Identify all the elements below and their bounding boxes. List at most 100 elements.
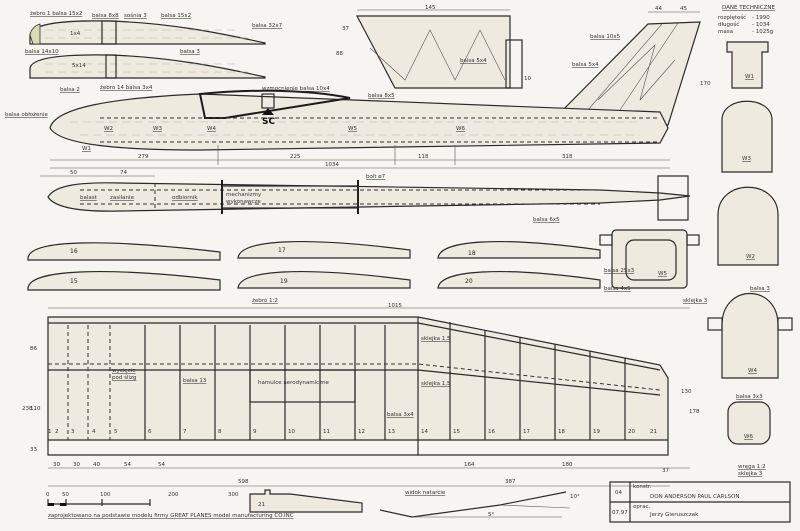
label: balsa 8x5 <box>368 93 395 99</box>
rib-number: 3 <box>71 429 75 435</box>
label: balsa 3 <box>180 49 200 55</box>
dim: 279 <box>138 154 149 160</box>
scale-tick: 0 <box>46 492 50 498</box>
skid-part: 21 <box>249 489 363 513</box>
rib-number: 19 <box>593 429 600 435</box>
label: sośnia 3 <box>124 12 147 19</box>
label: żebro 14 balsa 3x4 <box>100 85 153 91</box>
dim: 178 <box>689 409 700 415</box>
technical-data: DANE TECHNICZNE rozpiętość - 1990 długoś… <box>718 5 776 35</box>
former-label: W3 <box>153 126 162 132</box>
label: balsa 3x4 <box>387 412 414 418</box>
tech-value: - 1034 <box>752 22 770 28</box>
label: sklejka 3 <box>683 298 708 304</box>
designers: DON ANDERSON PAUL CARLSON <box>650 494 740 500</box>
dim: 130 <box>681 389 692 395</box>
dim: 110 <box>30 406 41 412</box>
rib-number: 16 <box>488 429 495 435</box>
airfoil-rib-1: żebro 1 balsa 15x2 balsa 8x8 sośnia 3 ba… <box>29 11 283 55</box>
dim: 164 <box>464 462 475 468</box>
rib-number: 18 <box>468 250 476 257</box>
dim: 30 <box>53 462 60 468</box>
label: 5x14 <box>72 63 86 69</box>
rib-number: 18 <box>558 429 565 435</box>
scale-tick: 50 <box>62 492 69 498</box>
label: pod ślizg <box>112 374 136 381</box>
dihedral-view: widok natarcie 5° 10° <box>379 490 580 518</box>
rib-number: 20 <box>465 278 473 285</box>
dim: 40 <box>93 462 100 468</box>
former-label: W3 <box>742 156 751 162</box>
label: oprac. <box>633 504 651 510</box>
label: 1x4 <box>70 31 81 37</box>
label: żebro 1 balsa 15x2 <box>30 11 82 17</box>
former-label: W5 <box>658 271 667 277</box>
former-label: W2 <box>104 126 113 132</box>
label: balsa 3x3 <box>736 394 763 400</box>
label: hamulce aerodynamiczne <box>258 380 330 386</box>
spar-box <box>101 20 117 45</box>
rib-number: 19 <box>280 278 288 285</box>
dim: 145 <box>425 5 436 11</box>
dim: 598 <box>238 479 249 485</box>
label: 21 <box>258 502 265 508</box>
dim: 33 <box>30 447 37 453</box>
rib-number: 4 <box>92 429 96 435</box>
dim: 170 <box>700 81 711 87</box>
rib-number: 10 <box>288 429 295 435</box>
tech-label: długość <box>718 21 739 28</box>
dim: 74 <box>120 170 127 176</box>
former-label: W4 <box>748 368 757 374</box>
scale-tick: 200 <box>168 492 179 498</box>
label: sklejka 1,5 <box>421 336 451 342</box>
rib-templates: 16 17 18 15 19 20 <box>27 241 601 291</box>
rib-number: 5 <box>114 429 118 435</box>
rib-number: 20 <box>628 429 635 435</box>
label: balsa 10x5 <box>590 34 621 40</box>
sheet-number: 04 <box>615 490 622 496</box>
dim: 44 <box>655 6 662 12</box>
rib-number: 12 <box>358 429 365 435</box>
dim: 45 <box>680 6 687 12</box>
label: balsa 13 <box>183 378 207 384</box>
compartment-label: wykonawcze <box>226 199 261 205</box>
former-w5: W5 balsa 25x3 balsa 4x5 <box>599 229 700 292</box>
label: konstr. <box>633 484 652 490</box>
tech-value: - 1990 <box>752 15 770 21</box>
stabilizer-view: 145 37 88 10 balsa 8x5 balsa 5x4 balsa 1… <box>336 5 621 99</box>
compartment-label: odbiornik <box>172 195 198 201</box>
rib-number: 9 <box>253 429 257 435</box>
fuselage-side-view: SC wzmocnienie balsa 10x4 balsa obłożeni… <box>5 86 670 169</box>
label: balsa 25x3 <box>604 268 635 274</box>
compartment-label: mechanizmy <box>226 192 262 198</box>
label: balsa 8x8 <box>92 13 119 19</box>
label: bolt ø7 <box>366 174 386 180</box>
fuselage-formers: W1 W3 W2 W4 W6 balsa 3 balsa 3x3 wręga 1… <box>707 41 793 477</box>
former-label: W1 <box>745 74 754 80</box>
rib-number: 13 <box>388 429 395 435</box>
drafter: Jerzy Gieruszczak <box>649 512 699 518</box>
rib-number: 11 <box>323 429 330 435</box>
former-label: W4 <box>207 126 216 132</box>
scale-tick: 300 <box>228 492 239 498</box>
date: 07.97 <box>612 510 628 516</box>
dim: 318 <box>562 154 573 160</box>
label: balsa 6x5 <box>533 217 560 223</box>
dim: 88 <box>336 51 343 57</box>
rib-number: 8 <box>218 429 222 435</box>
dim: 118 <box>418 154 429 160</box>
title-block: 04 konstr. DON ANDERSON PAUL CARLSON 07.… <box>609 481 791 523</box>
rib-number: 15 <box>453 429 460 435</box>
angle-label: 10° <box>570 494 580 500</box>
label: balsa obłożenie <box>5 112 48 118</box>
fuselage-top-view: 50 74 balast zasilanie odbiornik mechani… <box>40 170 691 223</box>
label: balsa 5x4 <box>460 58 487 64</box>
label: balsa 2 <box>60 87 80 93</box>
dim: 37 <box>662 468 669 474</box>
label: balsa 3 <box>750 286 770 292</box>
label: balsa 15x2 <box>161 13 191 19</box>
credit-note: zaprojektowano na podstawie modelu firmy… <box>48 513 294 519</box>
dim: 30 <box>73 462 80 468</box>
